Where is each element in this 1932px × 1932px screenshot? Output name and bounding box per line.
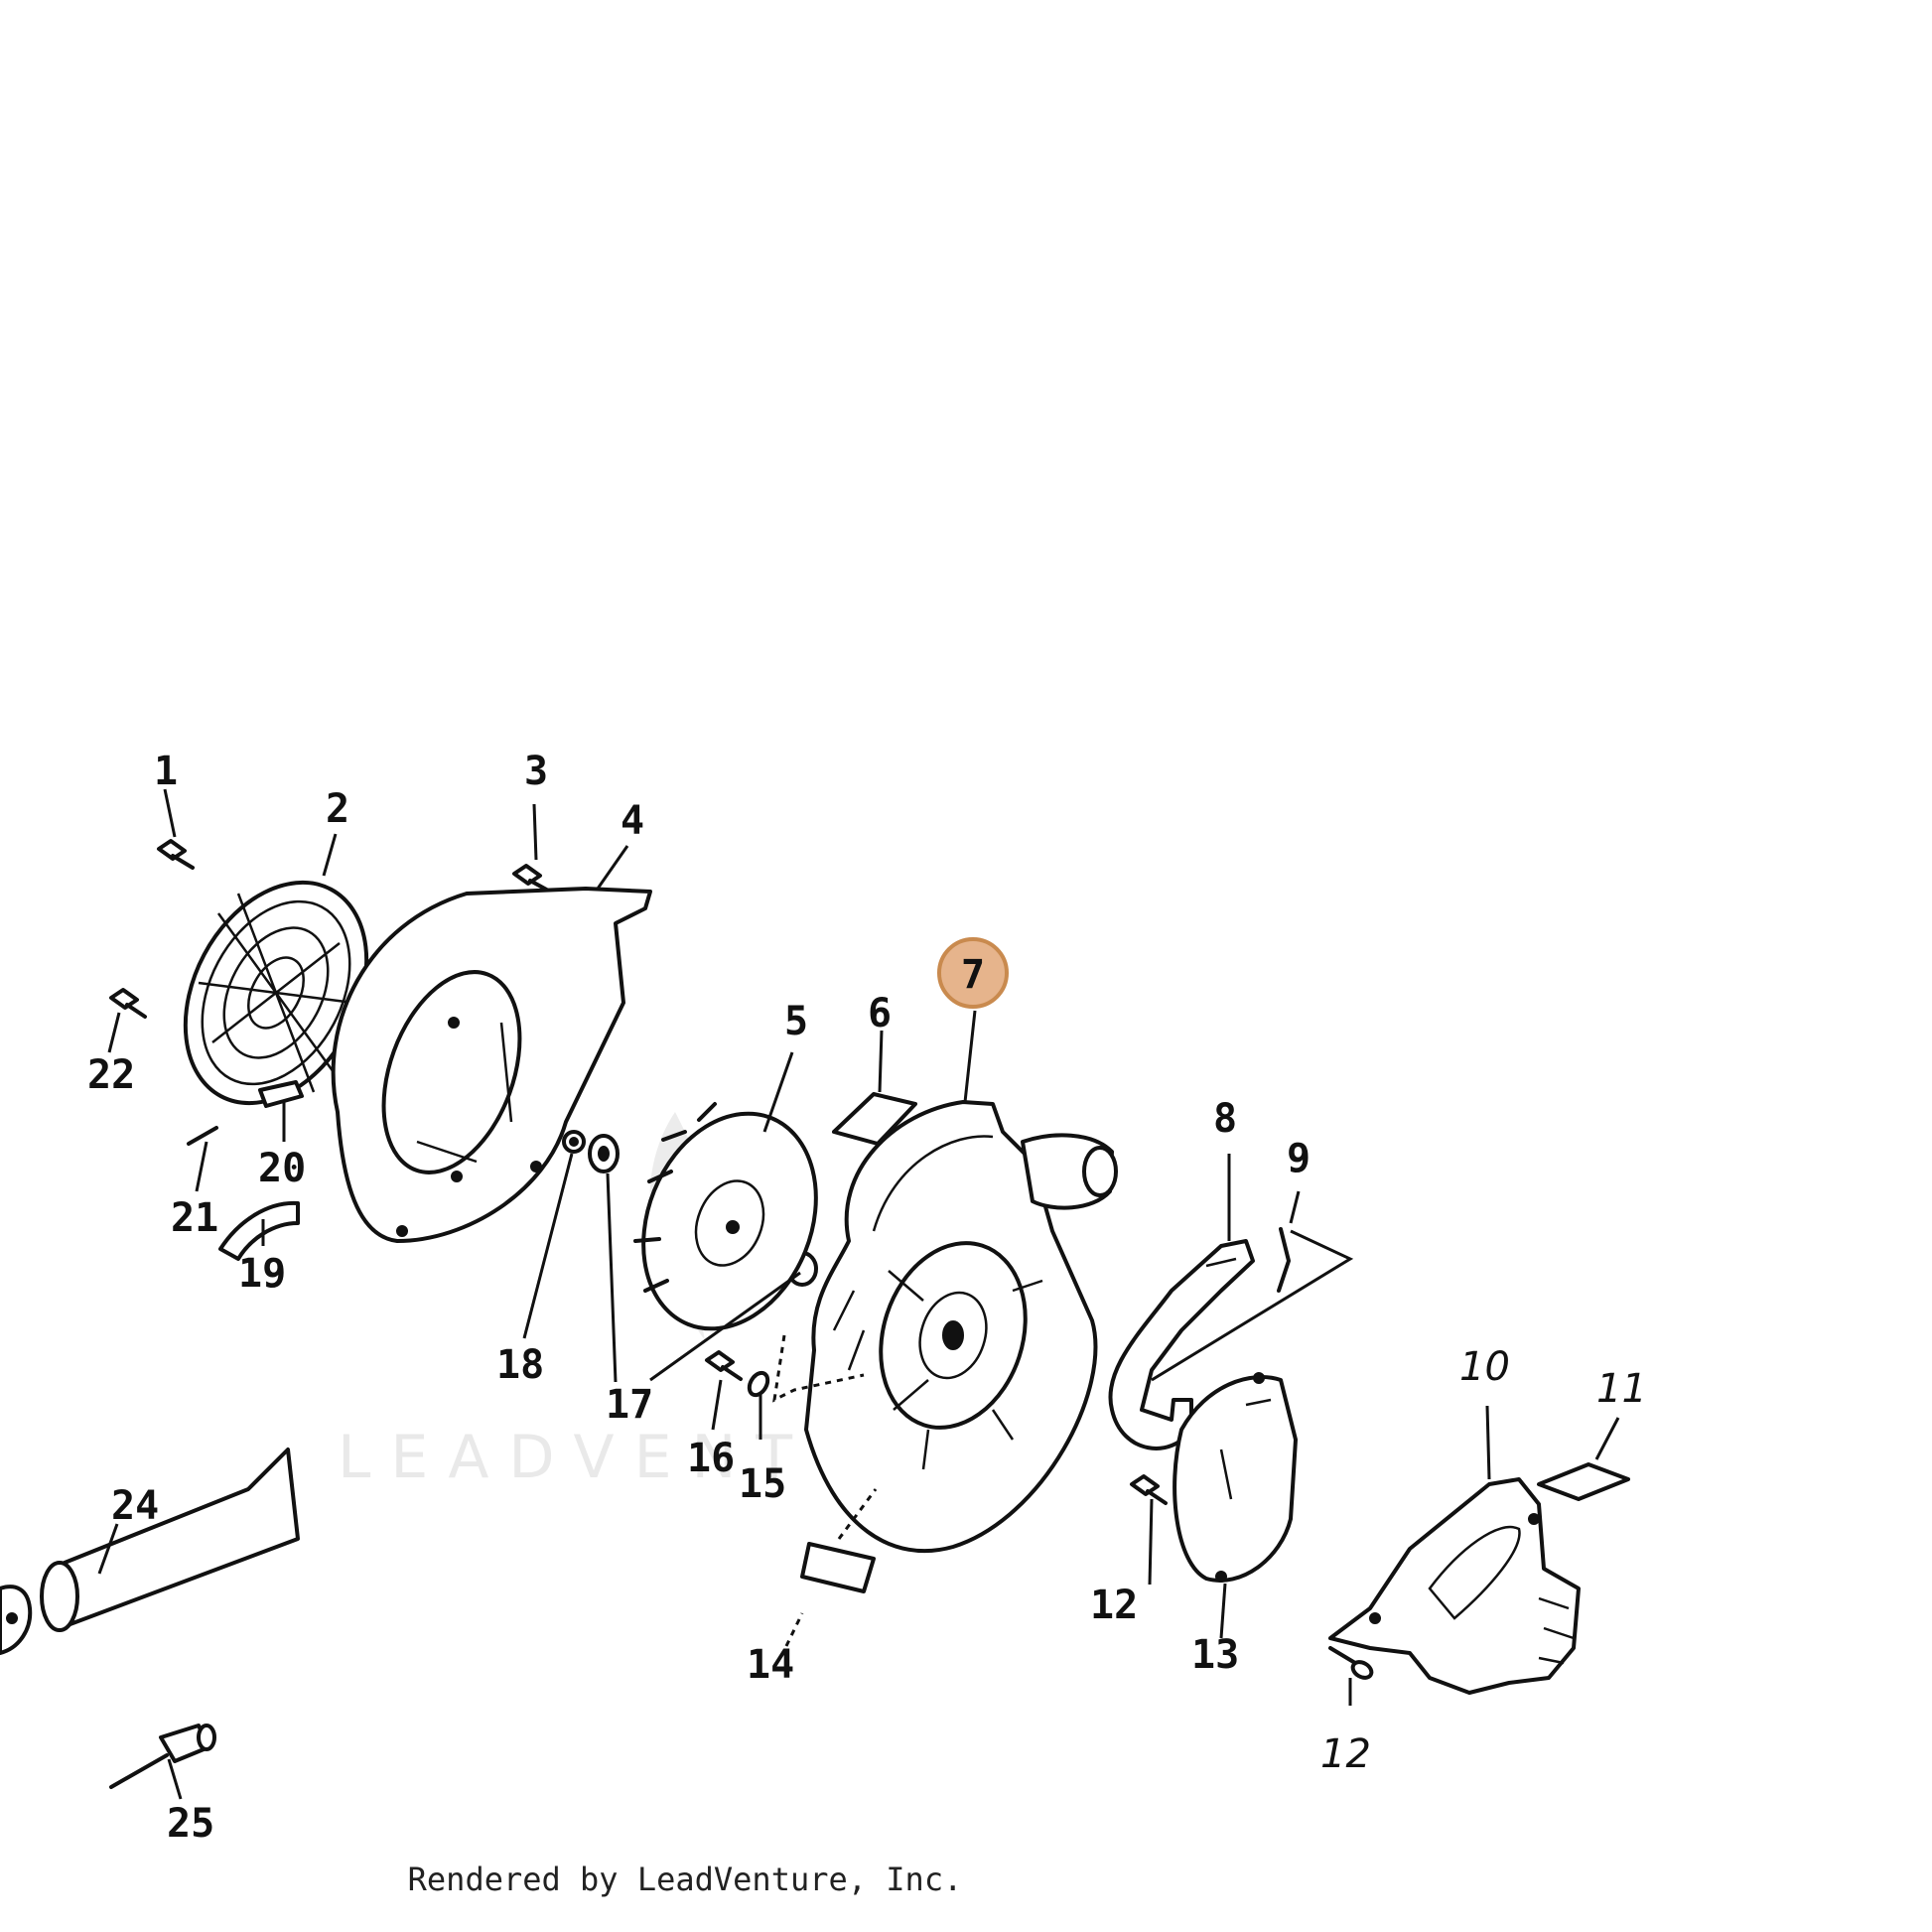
- part-8-throttle-link[interactable]: [1108, 1239, 1255, 1450]
- part-16-screw[interactable]: [705, 1350, 743, 1381]
- callout-labels: 1 2 3 4 5 6 7 8 9 10 11 12 13 12 14 15 1…: [87, 749, 1647, 1847]
- callout-9[interactable]: 9: [1287, 1136, 1311, 1181]
- part-18-nut[interactable]: [562, 1130, 586, 1154]
- callout-14[interactable]: 14: [747, 1642, 794, 1688]
- part-15-spacer[interactable]: [746, 1370, 771, 1399]
- callout-22[interactable]: 22: [87, 1052, 135, 1098]
- part-7-blower-housing[interactable]: [804, 1100, 1118, 1553]
- part-12-screw-lower[interactable]: [1328, 1646, 1374, 1681]
- callout-12-upper[interactable]: 12: [1090, 1583, 1138, 1628]
- callout-4[interactable]: 4: [621, 798, 644, 844]
- callout-12-lower[interactable]: 12: [1320, 1731, 1371, 1777]
- callout-8[interactable]: 8: [1213, 1096, 1237, 1142]
- part-5-impeller[interactable]: [613, 1087, 847, 1354]
- part-9-spring[interactable]: [1277, 1227, 1291, 1293]
- callout-11[interactable]: 11: [1596, 1366, 1647, 1412]
- callout-16[interactable]: 16: [687, 1436, 735, 1481]
- part-13-housing-cover[interactable]: [1173, 1372, 1298, 1583]
- callout-24[interactable]: 24: [111, 1483, 159, 1529]
- callout-13[interactable]: 13: [1191, 1632, 1239, 1678]
- dash-line-15: [772, 1334, 865, 1403]
- part-25-spark-plug[interactable]: [109, 1724, 216, 1789]
- callout-21[interactable]: 21: [171, 1195, 218, 1241]
- part-4-fan-housing[interactable]: [331, 887, 652, 1243]
- part-11-label[interactable]: [1537, 1462, 1630, 1501]
- callout-6[interactable]: 6: [868, 991, 892, 1036]
- part-12-screw-upper[interactable]: [1130, 1474, 1168, 1505]
- callout-10[interactable]: 10: [1459, 1344, 1510, 1390]
- part-24-blower-tube[interactable]: [0, 1448, 300, 1655]
- callout-2[interactable]: 2: [326, 786, 349, 832]
- callout-25[interactable]: 25: [167, 1801, 214, 1847]
- part-10-engine-shroud[interactable]: [1328, 1477, 1581, 1695]
- line-9: [1151, 1229, 1354, 1382]
- part-22-screw[interactable]: [109, 988, 147, 1019]
- callout-3[interactable]: 3: [524, 749, 548, 794]
- part-1-screw[interactable]: [157, 839, 195, 870]
- callout-5[interactable]: 5: [784, 999, 808, 1044]
- callout-7[interactable]: 7: [961, 952, 985, 998]
- part-21-pin[interactable]: [187, 1126, 218, 1146]
- part-19-handle[interactable]: [218, 1200, 300, 1261]
- part-14-label[interactable]: [800, 1542, 876, 1593]
- part-2-starter-grill[interactable]: [149, 851, 403, 1134]
- callout-19[interactable]: 19: [238, 1251, 286, 1297]
- callout-1[interactable]: 1: [154, 749, 178, 794]
- leader-lines: [97, 788, 1620, 1800]
- callout-18[interactable]: 18: [496, 1342, 544, 1388]
- footer-credit: Rendered by LeadVenture, Inc.: [407, 1861, 963, 1898]
- dash-line-14: [837, 1488, 878, 1540]
- callout-17[interactable]: 17: [606, 1382, 653, 1428]
- callout-20[interactable]: 20: [258, 1146, 306, 1191]
- part-6-label[interactable]: [832, 1092, 917, 1146]
- highlight-circle[interactable]: [937, 937, 1009, 1009]
- callout-15[interactable]: 15: [739, 1461, 786, 1507]
